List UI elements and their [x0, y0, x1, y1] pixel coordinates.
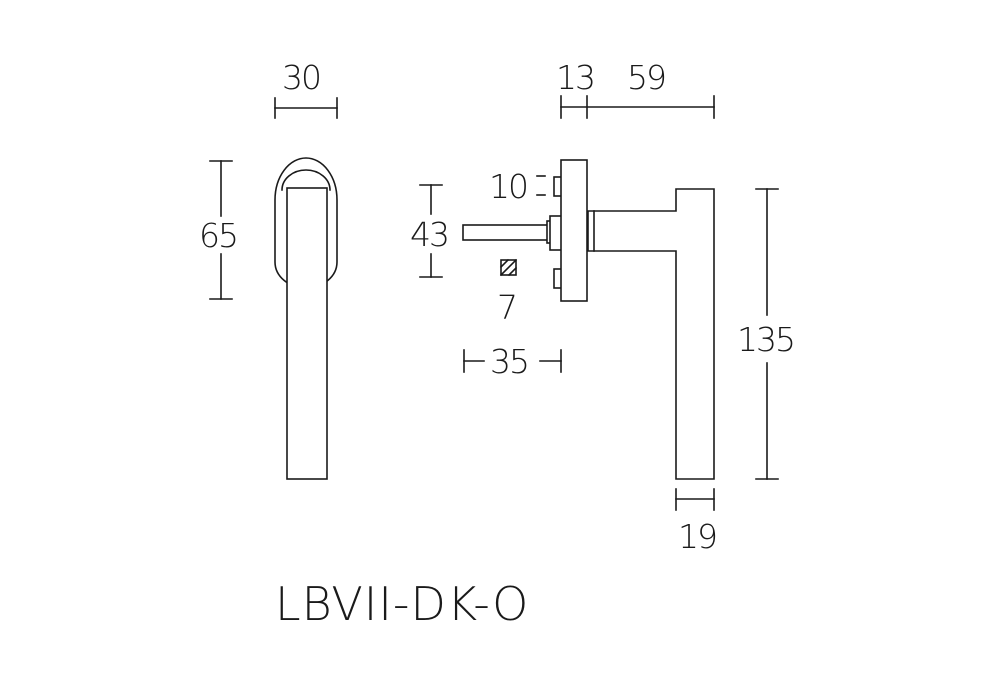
dim-spindle-length: 35: [463, 342, 562, 381]
dim-label-spindle-square: 7: [497, 288, 516, 327]
dim-label-handle-length: 135: [737, 320, 794, 359]
dim-label-screw-offset: 10: [489, 167, 527, 206]
dim-label-handle-projection: 59: [627, 58, 665, 97]
front-grip: [286, 187, 328, 480]
handle-lever: [587, 188, 715, 480]
dim-label-spindle-length: 35: [490, 342, 528, 381]
dim-top-depths: 13 59: [556, 58, 715, 119]
dim-front-height: 65: [199, 160, 239, 300]
dim-grip-width: 19: [675, 488, 718, 556]
dim-screw-offset: 10: [489, 167, 546, 206]
dim-spindle-height: 43: [410, 184, 450, 278]
dim-label-rose-depth: 13: [556, 58, 594, 97]
dim-label-front-width: 30: [282, 58, 320, 97]
rose-plate: [560, 159, 588, 302]
side-view: 10 43 7 35: [410, 58, 796, 556]
dim-label-grip-width: 19: [678, 517, 716, 556]
dim-handle-length: 135: [737, 188, 796, 480]
dim-label-front-height: 65: [199, 216, 237, 255]
front-view: 30 65: [199, 58, 338, 480]
dim-front-width: 30: [274, 58, 338, 119]
model-name: LBVII-DK-O: [275, 577, 529, 631]
dim-label-spindle-height: 43: [410, 215, 448, 254]
front-rose-inner: [281, 169, 331, 191]
spindle: [462, 224, 552, 241]
spindle-square-section: 7: [497, 258, 518, 327]
